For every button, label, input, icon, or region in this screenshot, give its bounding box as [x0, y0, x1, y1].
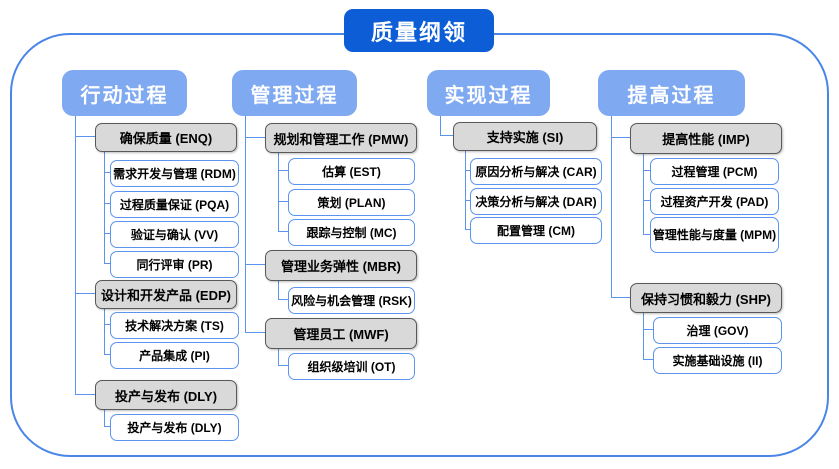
practice-box-rdm: 需求开发与管理 (RDM) — [110, 160, 239, 187]
connector-line — [278, 279, 279, 299]
practice-box-est: 估算 (EST) — [288, 158, 415, 185]
practice-box-ts: 技术解决方案 (TS) — [110, 312, 239, 339]
practice-box-vv: 验证与确认 (VV) — [110, 221, 239, 248]
column-header-action-process: 行动过程 — [62, 70, 187, 116]
column-header-management-process: 管理过程 — [232, 70, 357, 116]
connector-line — [465, 149, 466, 229]
practice-box-pqa: 过程质量保证 (PQA) — [110, 191, 239, 218]
connector-line — [104, 426, 110, 427]
connector-line — [104, 324, 110, 325]
connector-line — [278, 151, 279, 231]
connector-line — [278, 365, 288, 366]
connector-line — [278, 299, 288, 300]
connector-line — [611, 116, 612, 297]
practice-box-pad: 过程资产开发 (PAD) — [650, 188, 779, 215]
practice-box-car: 原因分析与解决 (CAR) — [470, 158, 602, 185]
connector-line — [104, 263, 110, 264]
practice-box-plan: 策划 (PLAN) — [288, 189, 415, 216]
connector-line — [643, 329, 653, 330]
process-area-box-mbr: 管理业务弹性 (MBR) — [265, 250, 417, 281]
practice-box-pcm: 过程管理 (PCM) — [650, 158, 779, 185]
connector-line — [278, 347, 279, 365]
process-area-box-edp: 设计和开发产品 (EDP) — [95, 280, 237, 309]
process-area-box-si: 支持实施 (SI) — [453, 122, 597, 151]
connector-line — [643, 152, 644, 234]
connector-line — [278, 170, 288, 171]
column-header-improvement-process: 提高过程 — [598, 70, 745, 116]
practice-box-ot: 组织级培训 (OT) — [288, 353, 415, 380]
connector-line — [465, 200, 470, 201]
process-area-box-enq: 确保质量 (ENQ) — [95, 123, 237, 152]
connector-line — [440, 116, 441, 135]
practice-box-dly: 投产与发布 (DLY) — [110, 414, 239, 441]
practice-box-ii: 实施基础设施 (II) — [653, 347, 782, 374]
practice-box-mpm: 管理性能与度量 (MPM) — [650, 217, 779, 253]
connector-line — [278, 231, 288, 232]
process-area-box-shp: 保持习惯和毅力 (SHP) — [630, 283, 782, 313]
process-area-box-imp: 提高性能 (IMP) — [630, 123, 782, 154]
diagram-title: 质量纲领 — [344, 9, 494, 52]
process-area-box-mwf: 管理员工 (MWF) — [265, 318, 417, 349]
connector-line — [104, 408, 105, 426]
connector-line — [643, 170, 650, 171]
connector-line — [75, 136, 95, 137]
process-area-box-dly: 投产与发布 (DLY) — [95, 380, 237, 410]
connector-line — [245, 332, 265, 333]
connector-line — [104, 354, 110, 355]
connector-line — [104, 233, 110, 234]
connector-line — [104, 307, 105, 354]
practice-box-mc: 跟踪与控制 (MC) — [288, 219, 415, 246]
practice-box-gov: 治理 (GOV) — [653, 317, 782, 344]
connector-line — [611, 297, 630, 298]
practice-box-pr: 同行评审 (PR) — [110, 251, 239, 278]
connector-line — [75, 394, 95, 395]
practice-box-pi: 产品集成 (PI) — [110, 342, 239, 369]
connector-line — [245, 116, 246, 332]
column-header-implementation-process: 实现过程 — [427, 70, 550, 116]
connector-line — [245, 264, 265, 265]
connector-line — [278, 201, 288, 202]
connector-line — [440, 135, 453, 136]
connector-line — [75, 116, 76, 394]
connector-line — [643, 200, 650, 201]
connector-line — [245, 137, 265, 138]
connector-line — [104, 203, 110, 204]
practice-box-cm: 配置管理 (CM) — [470, 217, 602, 244]
connector-line — [465, 229, 470, 230]
connector-line — [104, 150, 105, 263]
connector-line — [104, 172, 110, 173]
practice-box-rsk: 风险与机会管理 (RSK) — [288, 287, 415, 314]
connector-line — [465, 170, 470, 171]
connector-line — [75, 293, 95, 294]
connector-line — [643, 234, 650, 235]
connector-line — [643, 311, 644, 359]
connector-line — [643, 359, 653, 360]
process-area-box-pmw: 规划和管理工作 (PMW) — [265, 123, 417, 153]
practice-box-dar: 决策分析与解决 (DAR) — [470, 188, 602, 215]
connector-line — [611, 137, 630, 138]
